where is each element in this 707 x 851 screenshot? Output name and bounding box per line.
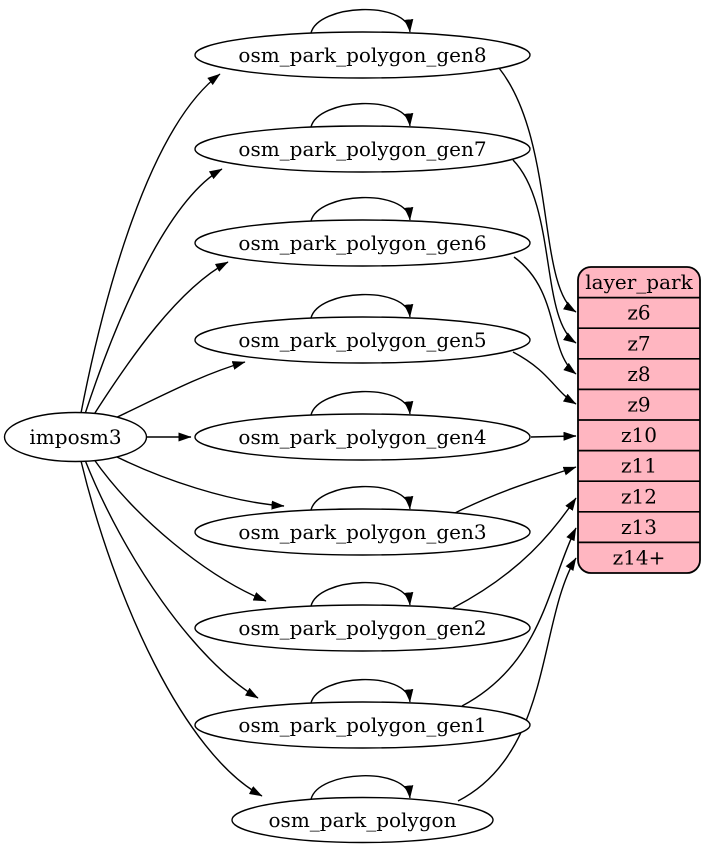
- osm_park_polygon_gen6-shape: [194, 219, 531, 267]
- layer_park-row-z6: z6: [627, 301, 650, 325]
- edge-imposm3-to-osm_park_polygon: [80, 460, 263, 797]
- imposm3-label: imposm3: [29, 425, 121, 449]
- imposm3-shape: [3, 411, 148, 463]
- edge-imposm3-to-osm_park_polygon_gen7: [84, 168, 223, 415]
- node-osm_park_polygon_gen3: osm_park_polygon_gen3: [194, 508, 531, 556]
- osm_park_polygon_gen5-shape: [194, 316, 531, 364]
- node-layer_park: layer_park z6 z7 z8 z9 z10 z11 z12 z13 z14+: [577, 266, 701, 574]
- osm_park_polygon_gen1-label: osm_park_polygon_gen1: [238, 713, 486, 737]
- osm_park_polygon_gen5-label: osm_park_polygon_gen5: [238, 328, 486, 352]
- edges-layer: [80, 8, 577, 802]
- osm_park_polygon_gen6-label: osm_park_polygon_gen6: [238, 231, 486, 255]
- self-loop-osm_park_polygon_gen5: [310, 293, 414, 319]
- self-loop-osm_park_polygon_gen1: [310, 678, 414, 704]
- node-osm_park_polygon_gen2: osm_park_polygon_gen2: [194, 604, 531, 652]
- node-osm_park_polygon_gen6: osm_park_polygon_gen6: [194, 219, 531, 267]
- node-osm_park_polygon_gen8: osm_park_polygon_gen8: [194, 31, 531, 79]
- node-osm_park_polygon_gen1: osm_park_polygon_gen1: [194, 701, 531, 749]
- layer_park-row-z14+: z14+: [613, 546, 666, 570]
- layer_park-row-z10: z10: [621, 423, 657, 447]
- osm_park_polygon-label: osm_park_polygon: [269, 808, 457, 832]
- self-loop-osm_park_polygon_gen8: [310, 8, 414, 34]
- layer_park-row-z12: z12: [621, 484, 657, 508]
- node-osm_park_polygon_gen5: osm_park_polygon_gen5: [194, 316, 531, 364]
- edge-osm_park_polygon_gen8-to-layer_park-z6: [498, 67, 577, 313]
- edge-imposm3-to-osm_park_polygon_gen3: [108, 452, 285, 510]
- edge-imposm3-to-osm_park_polygon_gen1: [84, 459, 259, 699]
- layer_park-row-z9: z9: [627, 393, 650, 417]
- edge-imposm3-to-osm_park_polygon_gen8: [80, 73, 221, 414]
- node-osm_park_polygon_gen4: osm_park_polygon_gen4: [194, 413, 531, 461]
- edge-osm_park_polygon_gen2-to-layer_park-z12: [452, 497, 577, 609]
- self-loop-osm_park_polygon: [310, 775, 414, 800]
- self-loop-osm_park_polygon_gen7: [310, 102, 414, 128]
- node-imposm3: imposm3: [3, 411, 148, 463]
- edge-osm_park_polygon-to-layer_park-z14+: [457, 557, 577, 802]
- layer_park-row-z8: z8: [627, 362, 650, 386]
- edge-osm_park_polygon_gen3-to-layer_park-z11: [454, 466, 577, 514]
- osm_park_polygon_gen7-shape: [194, 125, 531, 173]
- edge-imposm3-to-osm_park_polygon_gen5: [108, 361, 246, 422]
- layer_park-row-z11: z11: [621, 454, 657, 478]
- osm_park_polygon_gen8-label: osm_park_polygon_gen8: [238, 43, 486, 67]
- osm_park_polygon_gen4-label: osm_park_polygon_gen4: [238, 425, 486, 449]
- osm_park_polygon_gen8-shape: [194, 31, 531, 79]
- edge-osm_park_polygon_gen6-to-layer_park-z8: [513, 256, 577, 375]
- edge-osm_park_polygon_gen4-to-layer_park-z10: [530, 431, 577, 441]
- edge-imposm3-to-osm_park_polygon_gen2: [92, 457, 267, 602]
- osm_park_polygon_gen3-shape: [194, 508, 531, 556]
- self-loop-osm_park_polygon_gen6: [310, 196, 414, 222]
- layer_park-row-z13: z13: [621, 515, 657, 539]
- edge-osm_park_polygon_gen5-to-layer_park-z9: [512, 351, 577, 405]
- node-osm_park_polygon_gen7: osm_park_polygon_gen7: [194, 125, 531, 173]
- edge-osm_park_polygon_gen7-to-layer_park-z7: [512, 159, 577, 344]
- layer_park-row-z7: z7: [627, 331, 650, 355]
- osm_park_polygon_gen2-label: osm_park_polygon_gen2: [238, 616, 486, 640]
- self-loop-osm_park_polygon_gen3: [310, 485, 414, 511]
- osm_park_polygon_gen7-label: osm_park_polygon_gen7: [238, 137, 486, 161]
- layer_park-title: layer_park: [585, 270, 693, 294]
- self-loop-osm_park_polygon_gen4: [310, 390, 414, 416]
- self-loop-osm_park_polygon_gen2: [310, 581, 414, 607]
- node-osm_park_polygon: osm_park_polygon: [231, 796, 494, 844]
- edge-osm_park_polygon_gen1-to-layer_park-z13: [461, 527, 577, 707]
- osm_park_polygon_gen1-shape: [194, 701, 531, 749]
- edge-imposm3-to-osm_park_polygon_gen6: [92, 261, 229, 417]
- nodes-layer: imposm3 osm_park_polygon_gen8 osm_park_pol…: [3, 31, 701, 844]
- osm_park_polygon_gen3-label: osm_park_polygon_gen3: [238, 520, 486, 544]
- osm_park_polygon_gen2-shape: [194, 604, 531, 652]
- osm_park_polygon-shape: [231, 796, 494, 844]
- osm_park_polygon_gen4-shape: [194, 413, 531, 461]
